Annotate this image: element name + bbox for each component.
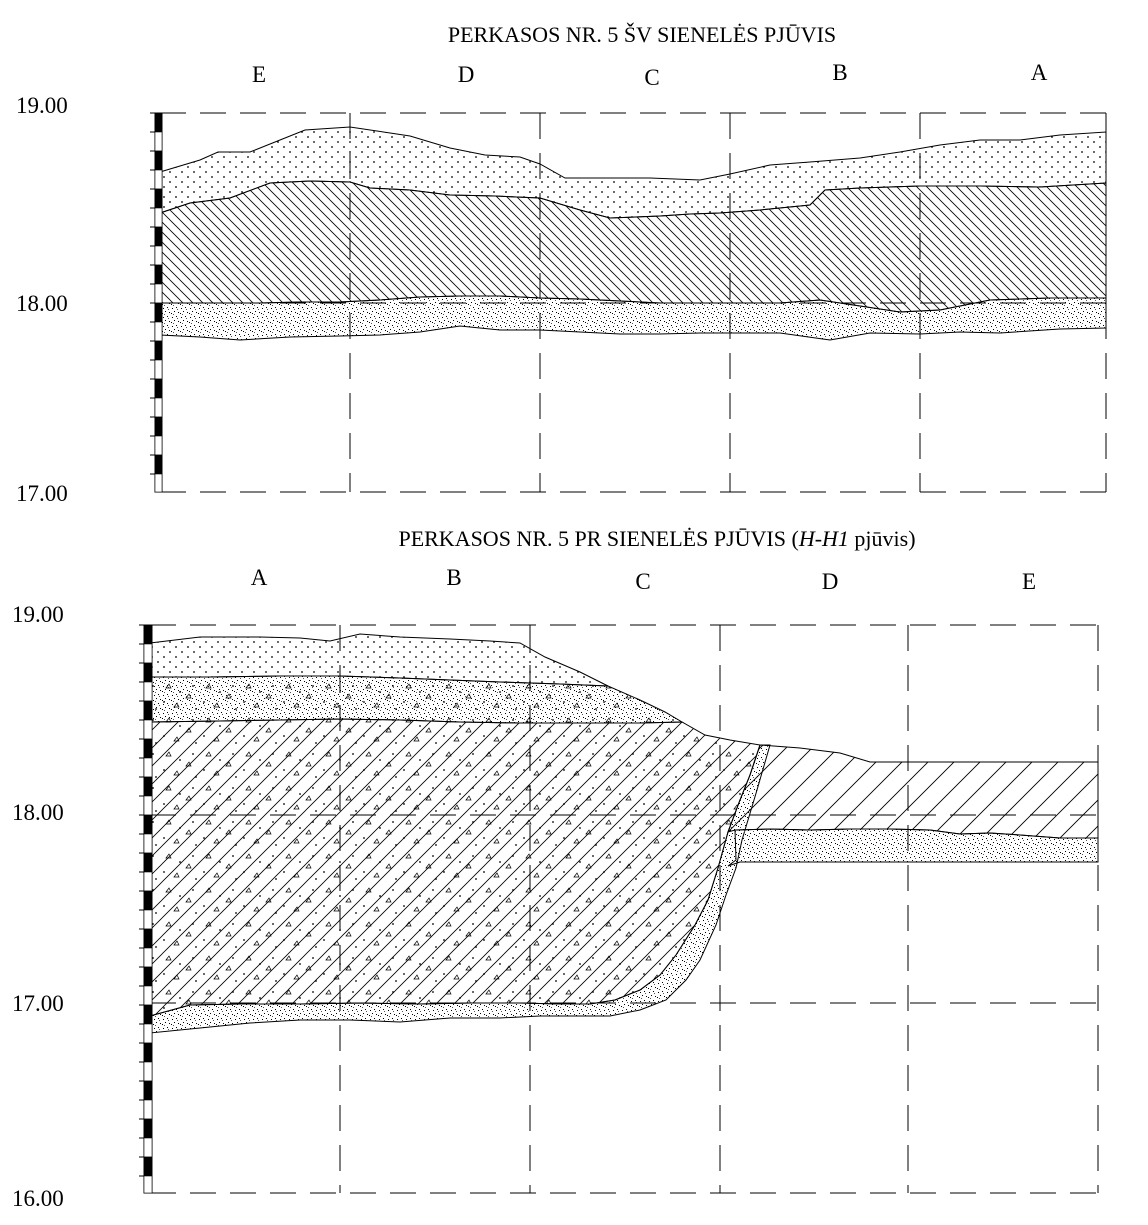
bottom-column-label: C <box>635 569 650 594</box>
scale-segment <box>143 1118 153 1139</box>
top-scale-bar <box>150 112 163 493</box>
scale-segment <box>154 188 163 209</box>
scale-segment <box>143 700 153 721</box>
scale-segment <box>154 454 163 475</box>
scale-segment <box>143 909 153 930</box>
bottom-elevation-label: 18.00 <box>12 800 64 825</box>
scale-segment <box>143 643 153 664</box>
scale-segment <box>154 150 163 171</box>
bottom-elevation-label: 19.00 <box>12 602 64 627</box>
top-column-label: D <box>458 62 475 87</box>
scale-segment <box>154 359 163 380</box>
scale-segment <box>154 302 163 323</box>
scale-segment <box>143 757 153 778</box>
scale-segment <box>143 814 153 835</box>
scale-segment <box>154 245 163 266</box>
bottom-title: PERKASOS NR. 5 PR SIENELĖS PJŪVIS (H-H1 … <box>398 526 915 551</box>
scale-segment <box>154 340 163 361</box>
scale-segment <box>143 1099 153 1120</box>
bottom-scale-bar <box>139 624 153 1194</box>
scale-segment <box>143 928 153 949</box>
scale-segment <box>143 833 153 854</box>
scale-segment <box>143 852 153 873</box>
scale-segment <box>143 947 153 968</box>
scale-segment <box>154 131 163 152</box>
bottom-column-label: D <box>822 569 839 594</box>
bottom-column-label: E <box>1022 569 1036 594</box>
scale-segment <box>143 776 153 797</box>
top-section: PERKASOS NR. 5 ŠV SIENELĖS PJŪVIS E D C … <box>16 22 1107 506</box>
scale-segment <box>154 416 163 437</box>
scale-segment <box>143 1080 153 1101</box>
scale-segment <box>154 264 163 285</box>
bottom-layer-gravel-triangles <box>150 676 682 723</box>
top-column-label: A <box>1031 60 1048 85</box>
scale-segment <box>143 1061 153 1082</box>
scale-segment <box>143 985 153 1006</box>
top-column-label: E <box>252 62 266 87</box>
scale-segment <box>143 795 153 816</box>
top-elevation-label: 17.00 <box>16 481 68 506</box>
scale-segment <box>154 226 163 247</box>
scale-segment <box>154 378 163 399</box>
scale-segment <box>143 662 153 683</box>
scale-segment <box>143 1042 153 1063</box>
scale-segment <box>154 112 163 133</box>
bottom-layer-right-hatched <box>727 744 1099 839</box>
top-title: PERKASOS NR. 5 ŠV SIENELĖS PJŪVIS <box>448 22 836 47</box>
bottom-elevation-label: 17.00 <box>12 991 64 1016</box>
top-elevation-label: 18.00 <box>16 291 68 316</box>
scale-segment <box>143 719 153 740</box>
scale-segment <box>143 1175 153 1194</box>
scale-segment <box>154 283 163 304</box>
scale-segment <box>143 871 153 892</box>
scale-segment <box>154 169 163 190</box>
scale-segment <box>143 738 153 759</box>
bottom-elevation-label: 16.00 <box>12 1186 64 1211</box>
bottom-column-label: A <box>251 565 268 590</box>
bottom-layer-fill-triangles <box>150 719 760 1016</box>
scale-segment <box>143 624 153 645</box>
scale-segment <box>154 473 163 493</box>
scale-segment <box>154 435 163 456</box>
scale-segment <box>143 890 153 911</box>
scale-segment <box>154 397 163 418</box>
top-column-label: C <box>644 65 659 90</box>
scale-segment <box>143 1023 153 1044</box>
scale-segment <box>143 1137 153 1158</box>
bottom-section: PERKASOS NR. 5 PR SIENELĖS PJŪVIS (H-H1 … <box>12 526 1099 1211</box>
scale-segment <box>154 207 163 228</box>
top-elevation-label: 19.00 <box>16 93 68 118</box>
top-column-label: B <box>832 60 847 85</box>
bottom-column-label: B <box>446 565 461 590</box>
bottom-layer-right-sand <box>727 828 1099 867</box>
scale-segment <box>143 1004 153 1025</box>
scale-segment <box>154 321 163 342</box>
scale-segment <box>143 1156 153 1177</box>
scale-segment <box>143 681 153 702</box>
scale-segment <box>143 966 153 987</box>
